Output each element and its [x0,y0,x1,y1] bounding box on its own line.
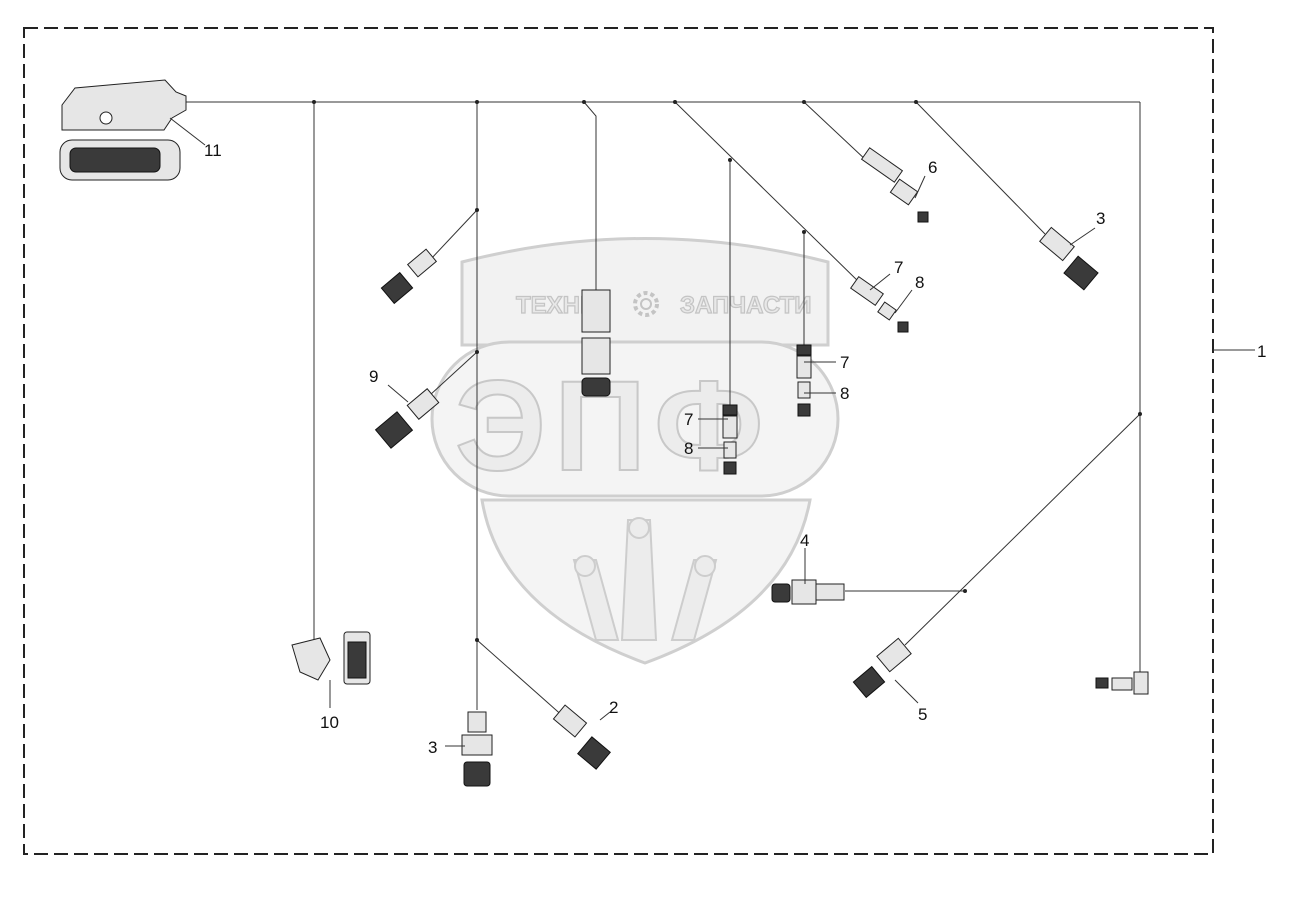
leader-lines [169,117,1255,747]
callout-3-upper: 3 [1096,209,1105,228]
harness-boundary [23,27,1214,855]
callout-8b: 8 [840,384,849,403]
callout-9: 9 [369,367,378,386]
sensor-3-upper [1039,226,1099,291]
callout-7c: 7 [684,410,693,429]
center-connector [581,289,611,397]
sensor-3-lower [461,711,493,787]
callout-2: 2 [609,698,618,717]
sensor-6 [860,147,929,223]
callout-4: 4 [800,531,809,550]
callout-8a: 8 [915,273,924,292]
sensor-9 [374,388,440,449]
callout-7b: 7 [840,353,849,372]
callout-7a: 7 [894,258,903,277]
callout-10: 10 [320,713,339,732]
sensor-2 [552,704,611,770]
sensor-4 [771,579,845,605]
callouts: 1 2 3 3 4 5 6 7 7 7 8 8 8 9 10 11 [204,141,1266,757]
connector-10 [291,631,371,685]
wheat-ears-icon [572,517,718,641]
sensor-unlabeled-1 [380,248,438,305]
gear-icon [633,291,659,317]
sensor-5 [852,637,912,699]
callout-5: 5 [918,705,927,724]
callout-8c: 8 [684,439,693,458]
wires [186,101,1141,719]
main-connector-11 [59,79,187,181]
fuse-holder-7a [850,275,909,333]
fuse-holder-7c [722,404,738,475]
callout-11: 11 [204,141,222,160]
callout-3-lower: 3 [428,738,437,757]
watermark: ТЕХНИ ЗАПЧАСТИ ЭПФ [430,237,840,665]
junction-nodes [312,100,1142,642]
callout-6: 6 [928,158,937,177]
callout-1: 1 [1257,342,1266,361]
connector-unlabeled-2 [1095,671,1149,695]
watermark-right-word: ЗАПЧАСТИ [680,292,812,319]
